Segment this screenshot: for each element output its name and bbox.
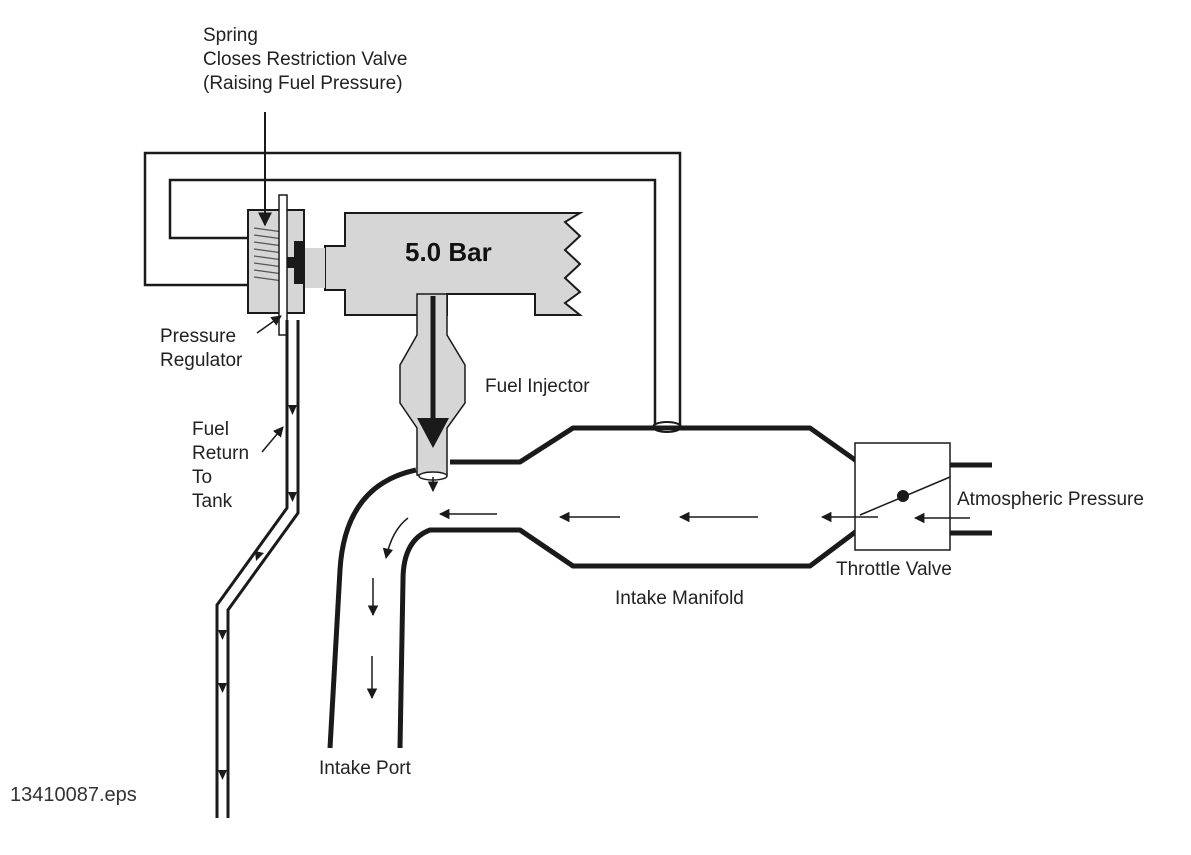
vacuum-line-outer xyxy=(143,151,682,425)
throttle-valve-label: Throttle Valve xyxy=(836,559,952,580)
regulator-spring xyxy=(253,227,284,282)
pressure-regulator-label-line-1: Pressure xyxy=(160,326,237,347)
fuel-return-line-left xyxy=(215,320,289,818)
fuel-return-label: Fuel Return To Tank xyxy=(192,418,249,514)
fuel-return-label-line-4: Tank xyxy=(192,491,233,512)
spring-label-line-1: Spring xyxy=(203,25,258,46)
spring-label-line-3: (Raising Fuel Pressure) xyxy=(203,73,403,94)
spring-label-line-2: Closes Restriction Valve xyxy=(203,49,408,70)
fuel-return-label-line-2: Return xyxy=(192,443,250,464)
restriction-valve-plate xyxy=(294,241,303,284)
file-name-label: 13410087.eps xyxy=(10,784,137,806)
spring-label: Spring Closes Restriction Valve (Raising… xyxy=(203,24,408,96)
regulator-outlet xyxy=(278,194,288,336)
pressure-regulator-label: Pressure Regulator xyxy=(160,325,242,373)
fuel-rail xyxy=(324,212,584,316)
vacuum-line-inner xyxy=(168,178,657,425)
rail-connector xyxy=(305,248,325,288)
fuel-return-label-line-3: To xyxy=(192,467,213,488)
fuel-flow-arrow-head xyxy=(417,418,449,448)
fuel-return-flow-arrows xyxy=(218,405,297,780)
pressure-value-label: 5.0 Bar xyxy=(405,237,492,267)
return-pointer-arrow xyxy=(261,426,284,453)
pressure-regulator-label-line-2: Regulator xyxy=(160,350,243,371)
restriction-valve-stem xyxy=(282,257,296,268)
fuel-return-label-line-1: Fuel xyxy=(192,419,229,440)
fuel-injector-label: Fuel Injector xyxy=(485,376,590,397)
intake-manifold-top-wall xyxy=(450,425,860,465)
regulator-pointer-arrow xyxy=(256,315,282,334)
atmospheric-pressure-label: Atmospheric Pressure xyxy=(957,489,1144,510)
fuel-return-line-right xyxy=(226,320,300,818)
throttle-shaft xyxy=(897,490,909,502)
intake-manifold-bottom-wall xyxy=(397,527,860,749)
intake-manifold-label: Intake Manifold xyxy=(615,588,744,609)
air-flow-arrows xyxy=(366,508,970,700)
intake-port-outer-wall xyxy=(327,467,417,749)
intake-port-label: Intake Port xyxy=(319,758,411,779)
